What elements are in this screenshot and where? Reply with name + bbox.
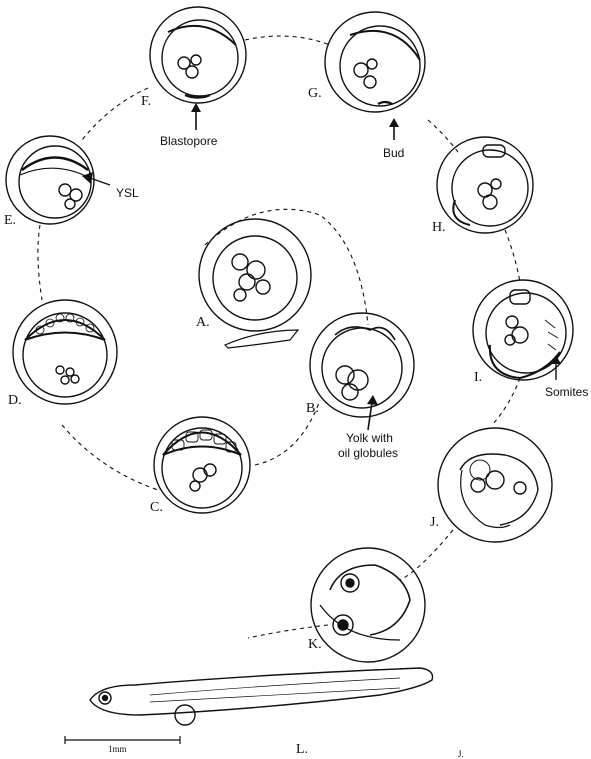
annotation-yolk-line1: Yolk with: [346, 431, 393, 446]
development-path: [38, 36, 520, 638]
label-f: F.: [141, 94, 151, 110]
blastopore-arrowhead: [191, 103, 201, 112]
embryo-c: [154, 417, 250, 513]
label-d: D.: [8, 393, 22, 409]
label-a: A.: [196, 315, 210, 331]
annotation-blastopore: Blastopore: [160, 134, 217, 149]
label-g: G.: [308, 86, 322, 102]
annotation-somites: Somites: [545, 385, 588, 400]
embryo-h: [437, 137, 533, 233]
embryo-b: [310, 313, 414, 417]
annotation-bud: Bud: [383, 146, 404, 161]
embryo-a: [199, 219, 311, 348]
ysl-arrow: [90, 178, 110, 185]
embryo-d: [13, 300, 117, 404]
label-j: J.: [430, 515, 439, 531]
embryo-e: [6, 136, 94, 224]
bud-arrowhead: [389, 118, 399, 127]
annotation-ysl: YSL: [116, 186, 139, 201]
scale-bar-label: 1mm: [108, 744, 127, 754]
annotation-yolk-line2: oil globules: [338, 446, 398, 461]
label-b: B.: [306, 401, 319, 417]
embryo-k: [311, 548, 425, 662]
label-h: H.: [432, 220, 446, 236]
embryo-j: [438, 428, 552, 542]
embryo-g: [325, 12, 425, 112]
label-k: K.: [308, 637, 322, 653]
embryo-f: [150, 7, 246, 103]
label-i: I.: [474, 370, 482, 386]
label-c: C.: [150, 500, 163, 516]
scale-bar: [65, 736, 180, 744]
larva-l: [90, 668, 433, 725]
label-e: E.: [4, 213, 16, 229]
label-l: L.: [296, 742, 308, 758]
embryo-i: [473, 280, 573, 380]
yolk-arrowhead: [367, 395, 378, 405]
corner-mark: J.: [458, 749, 464, 759]
